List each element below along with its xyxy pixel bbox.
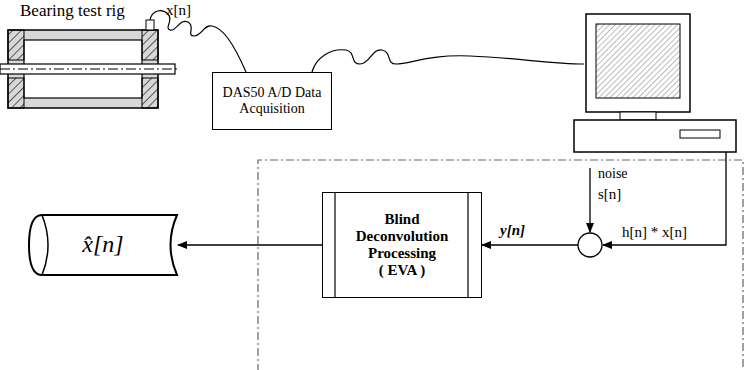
noise-label: noise [598,166,628,181]
signal-name: h[n] * x[n] [622,224,687,241]
output-wire [482,244,578,245]
processing-region [258,160,743,370]
acquisition-box: DAS50 A/D Data Acquisition [212,72,332,130]
process-box: Blind Deconvolution Processing( EVA ) [322,192,482,298]
summing-junction [578,233,602,257]
signal-name: s[n] [598,186,621,203]
node-text: Blind Deconvolution Processing [341,211,463,263]
bearing-test-rig [0,20,178,108]
data-cable [312,50,584,72]
node-text: ( EVA ) [379,262,425,279]
noise-wire [589,168,590,232]
sensor-cable [150,11,246,72]
node-content: x̂[n] [28,214,178,276]
flow-arrow [178,244,322,245]
signal-name: x[n] [166,2,191,19]
signal-name: y[n] [500,222,525,239]
signal-wire [603,152,726,245]
output-signal: x̂[n] [28,214,178,276]
rig-label: Bearing test rig [20,2,125,21]
node-text: DAS50 A/D Data Acquisition [221,85,323,117]
node-content: DAS50 A/D Data Acquisition [213,73,331,129]
node-text: x̂[n] [82,231,123,259]
computer [574,14,736,152]
node-content: Blind Deconvolution Processing( EVA ) [323,193,481,297]
